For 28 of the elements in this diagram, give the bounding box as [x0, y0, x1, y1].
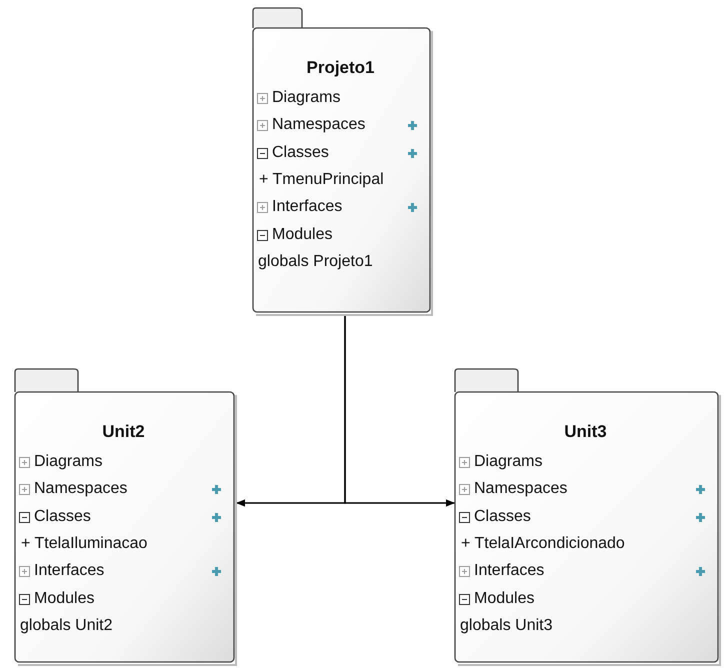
section-label: Modules [34, 588, 94, 608]
member-label: + TmenuPrincipal [259, 170, 384, 190]
package-box [14, 368, 237, 666]
section-label: Diagrams [474, 452, 542, 472]
package-name: Unit3 [563, 422, 608, 442]
section-label: Diagrams [272, 88, 340, 108]
member-label: + TtelaIArcondicionado [461, 534, 625, 554]
section-label: Namespaces [34, 479, 128, 500]
section-label: Interfaces [272, 197, 342, 218]
member-label: globals Projeto1 [258, 252, 373, 272]
package-name: Projeto1 [305, 58, 376, 78]
arrow [344, 315, 455, 507]
member-label: globals Unit3 [460, 616, 552, 636]
section-label: Classes [474, 506, 531, 527]
section-label: Classes [272, 142, 329, 163]
package-box [252, 7, 433, 316]
member-label: globals Unit2 [20, 616, 112, 636]
package-box [454, 368, 721, 666]
section-label: Diagrams [34, 452, 102, 472]
package-name: Unit2 [101, 422, 146, 442]
section-label: Namespaces [474, 479, 568, 500]
member-label: + TtelaIluminacao [21, 534, 148, 554]
section-label: Interfaces [474, 561, 544, 582]
section-label: Classes [34, 506, 91, 527]
section-label: Modules [272, 224, 332, 244]
section-label: Modules [474, 588, 534, 608]
section-label: Namespaces [272, 115, 366, 136]
section-label: Interfaces [34, 561, 104, 582]
